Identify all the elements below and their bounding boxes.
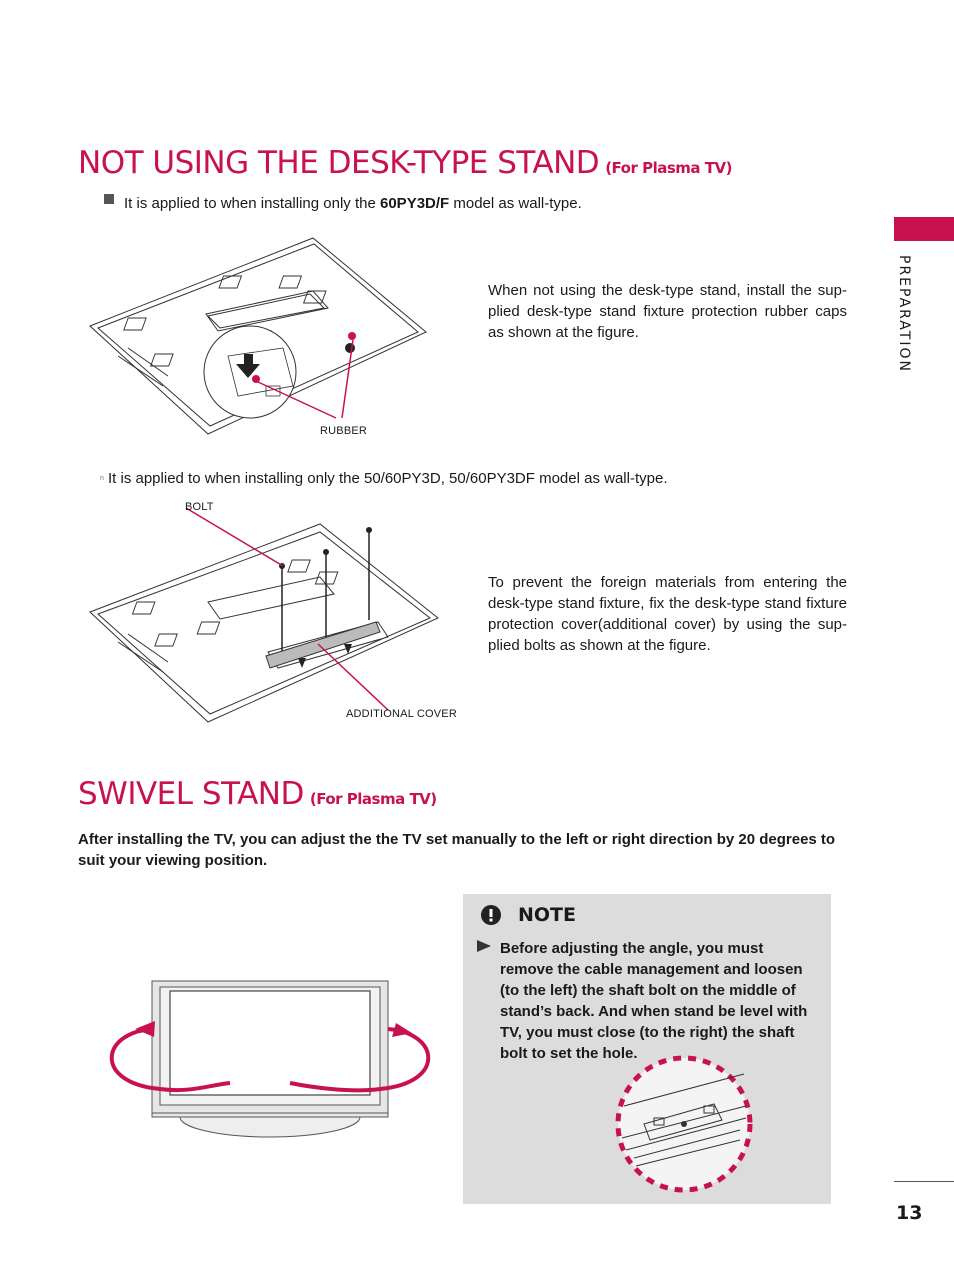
swivel-tv-figure: [109, 980, 431, 1138]
bullet2-text: It is applied to when installing only th…: [108, 470, 668, 487]
label-additional-cover: ADDITIONAL COVER: [346, 708, 457, 720]
description-additional-cover: To prevent the foreign materials from en…: [488, 574, 847, 654]
triangle-bullet-icon: [477, 940, 491, 952]
section1-title: NOT USING THE DESK-TYPE STAND: [78, 145, 600, 181]
tv-back-rubber-figure: [89, 237, 427, 435]
label-bolt: BOLT: [185, 501, 214, 513]
page-number-rule: [894, 1181, 954, 1182]
bullet-square-icon: [104, 194, 114, 204]
bullet1-post: model as wall-type.: [449, 195, 582, 212]
note-text: Before adjusting the angle, you must rem…: [500, 940, 808, 1062]
note-title: NOTE: [518, 904, 576, 926]
section2-subtitle: (For Plasma TV): [309, 790, 437, 808]
bullet1-text: It is applied to when installing only th…: [124, 193, 582, 214]
section1-subtitle: (For Plasma TV): [605, 159, 732, 177]
shaft-bolt-detail-figure: [615, 1055, 753, 1193]
swivel-intro: After installing the TV, you can adjust …: [78, 831, 836, 869]
bullet2-mark: n: [100, 475, 104, 482]
section2-title: SWIVEL STAND: [78, 776, 304, 812]
bullet1-pre: It is applied to when installing only th…: [124, 195, 380, 212]
bullet1-model: 60PY3D/F: [380, 195, 450, 212]
description-rubber-caps: When not using the desk-type stand, inst…: [488, 282, 847, 341]
label-rubber: RUBBER: [320, 425, 368, 437]
section2-title-line: SWIVEL STAND (For Plasma TV): [78, 776, 437, 812]
section-tab-marker: [894, 217, 954, 241]
tv-back-cover-figure: [89, 507, 439, 723]
section-tab-label: PREPARATION: [896, 255, 912, 373]
section1-title-line: NOT USING THE DESK-TYPE STAND (For Plasma…: [78, 145, 732, 181]
page-number: 13: [896, 1202, 923, 1224]
exclamation-icon: [481, 905, 501, 925]
